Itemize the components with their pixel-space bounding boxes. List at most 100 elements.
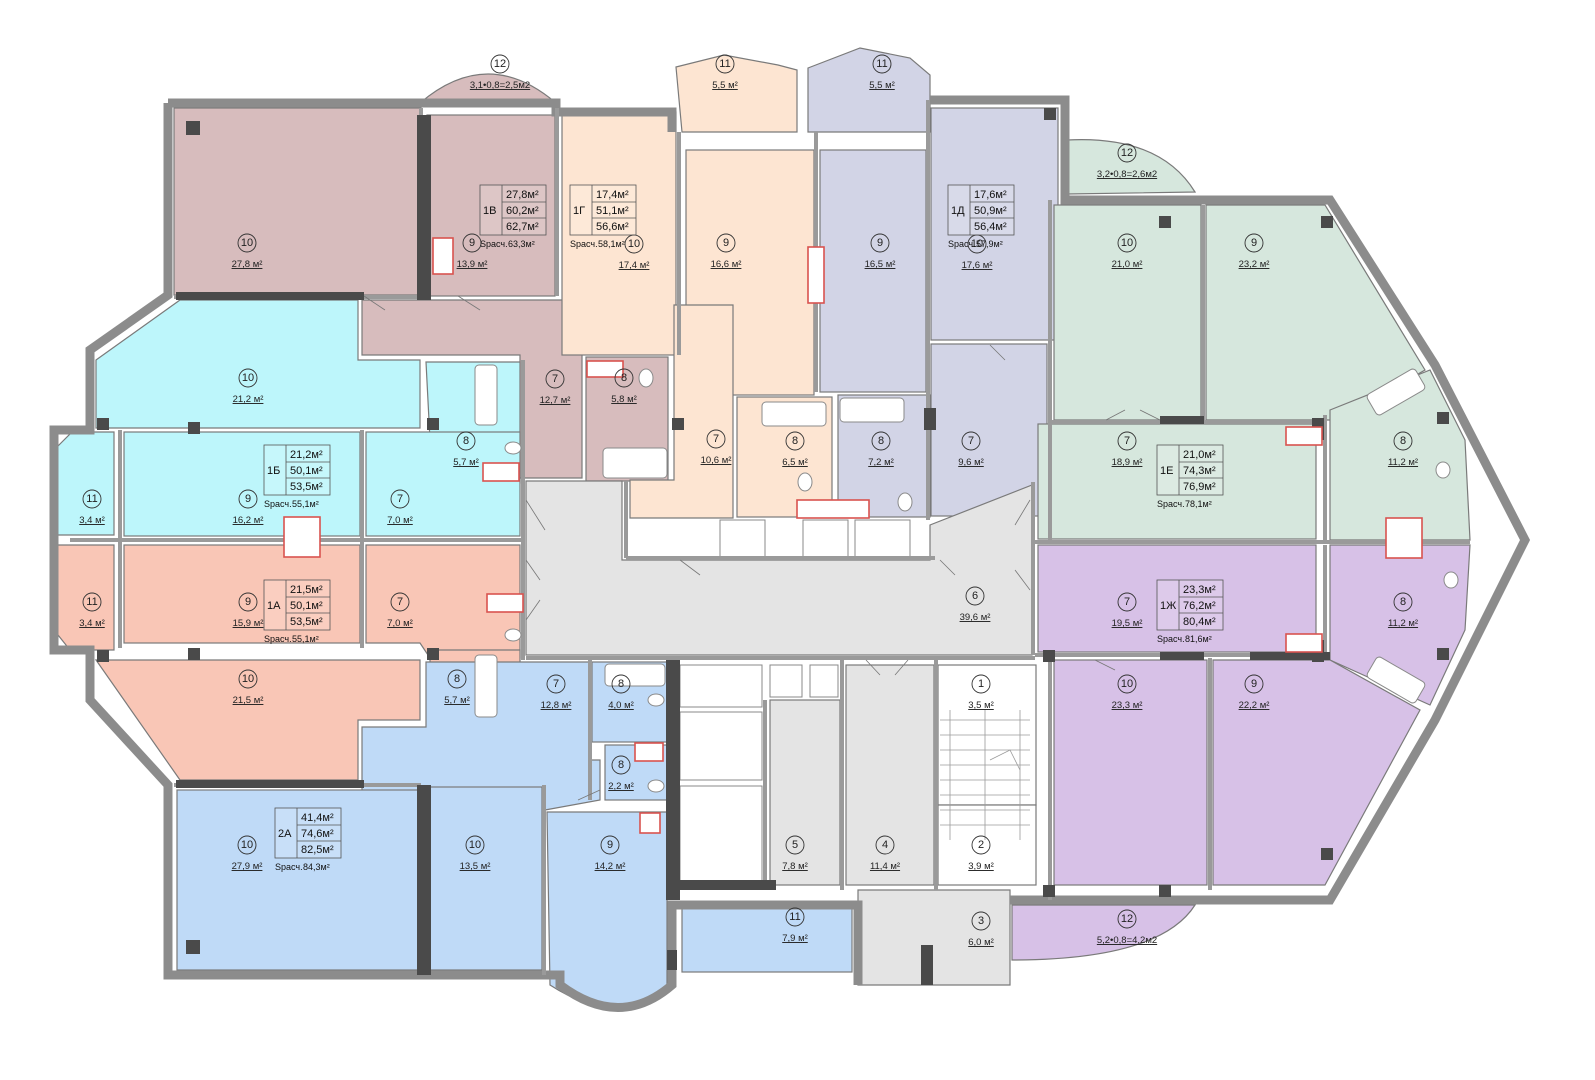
room-area: 13,9 м² [457, 259, 488, 270]
calc-area-value: 78,1м² [1185, 499, 1212, 509]
room-label: 85,7 м² [444, 669, 470, 706]
room-number: 11 [86, 596, 97, 608]
apartment-id: 1Ж [1160, 600, 1176, 612]
room-fill[interactable] [123, 544, 361, 644]
total-area: 76,2м² [1183, 600, 1216, 612]
room-fill[interactable] [365, 431, 521, 537]
room-fill[interactable] [561, 111, 677, 356]
room-area: 6,5 м² [782, 457, 808, 468]
room-label: 36,0 м² [968, 911, 994, 948]
total-area: 74,6м² [301, 828, 334, 840]
room-label: 77,0 м² [387, 489, 413, 526]
room-label: 123,2•0,8=2,6м2 [1097, 143, 1157, 180]
room-fill[interactable] [418, 73, 558, 104]
room-number-circle [462, 233, 482, 253]
room-label: 914,2 м² [595, 835, 625, 872]
room-number: 7 [553, 678, 559, 690]
gross-area: 53,5м² [290, 616, 323, 628]
room-label: 85,8 м² [611, 368, 637, 405]
room-area: 7,2 м² [868, 457, 894, 468]
room-number: 11 [86, 493, 97, 505]
room-area: 16,2 м² [233, 515, 264, 526]
room-area: 3,5 м² [968, 700, 994, 711]
bathroom-fixtures [474, 364, 1459, 793]
room-fill[interactable] [1053, 659, 1208, 886]
room-area: 2,2 м² [608, 781, 634, 792]
room-label: 86,5 м² [782, 431, 808, 468]
room-fill[interactable] [807, 47, 931, 133]
room-label: 718,9 м² [1112, 431, 1142, 468]
room-fill[interactable] [930, 107, 1059, 341]
room-area: 27,9 м² [232, 861, 263, 872]
calc-area-value: 55,1м² [292, 634, 319, 644]
room-number-circle [961, 431, 981, 451]
room-fills [53, 47, 1471, 1009]
room-label: 113,4 м² [79, 592, 105, 629]
room-area: 3,1•0,8=2,5м2 [470, 80, 530, 91]
room-area: 11,2 м² [1388, 457, 1418, 468]
room-area: 27,8 м² [232, 259, 263, 270]
room-label: 125,2•0,8=4,2м2 [1097, 909, 1157, 946]
room-label: 913,9 м² [457, 233, 488, 270]
room-fill[interactable] [1011, 904, 1197, 961]
shaft-void [809, 664, 839, 698]
room-number-circle [490, 54, 510, 74]
calc-area-label: Sрасч. [1157, 499, 1185, 509]
room-area: 11,4 м² [870, 861, 900, 872]
room-fill[interactable] [629, 304, 734, 519]
room-area: 21,5 м² [233, 695, 264, 706]
room-fill[interactable] [685, 149, 815, 396]
room-number: 2 [978, 839, 984, 851]
room-label: 710,6 м² [701, 429, 731, 466]
room-number: 7 [397, 493, 403, 505]
room-fill[interactable] [1066, 138, 1197, 195]
room-number: 1 [978, 678, 984, 690]
room-label: 123,1•0,8=2,5м2 [470, 54, 530, 91]
room-fill[interactable] [1212, 659, 1421, 886]
room-number-circle [872, 54, 892, 74]
room-fill[interactable] [176, 789, 420, 971]
room-label: 639,6 м² [960, 586, 991, 623]
room-number-circle [971, 835, 991, 855]
room-fill[interactable] [1037, 544, 1317, 653]
room-number-circle [1244, 674, 1264, 694]
room-fill[interactable] [1329, 544, 1471, 706]
room-number: 8 [1400, 435, 1406, 447]
calc-area-value: 84,3м² [303, 862, 330, 872]
room-fill[interactable] [173, 107, 422, 296]
room-number: 10 [1121, 237, 1133, 249]
room-fill[interactable] [675, 54, 798, 133]
room-fill[interactable] [819, 149, 927, 393]
room-fill[interactable] [1037, 423, 1317, 540]
living-area: 21,2м² [290, 449, 323, 461]
gross-area: 56,4м² [974, 221, 1007, 233]
room-label: 117,9 м² [782, 907, 808, 944]
room-fill[interactable] [681, 904, 853, 973]
calc-area-label: Sрасч. [570, 239, 598, 249]
room-area: 17,6 м² [962, 260, 993, 271]
room-fill[interactable] [769, 699, 841, 886]
room-label: 77,0 м² [387, 592, 413, 629]
room-label: 922,2 м² [1239, 674, 1269, 711]
living-area: 21,0м² [1183, 449, 1216, 461]
room-number: 9 [877, 237, 883, 249]
room-number: 8 [463, 435, 469, 447]
living-area: 27,8м² [506, 189, 539, 201]
living-area: 23,3м² [1183, 584, 1216, 596]
room-fill[interactable] [429, 786, 543, 971]
room-fill[interactable] [525, 480, 1033, 656]
room-number: 8 [878, 435, 884, 447]
room-number-circle [1117, 233, 1137, 253]
room-number-circle [1393, 592, 1413, 612]
room-fill[interactable] [937, 804, 1037, 886]
room-number-circle [600, 835, 620, 855]
room-area: 39,6 м² [960, 612, 991, 623]
room-number-circle [614, 368, 634, 388]
calc-area-value: 58,1м² [598, 239, 625, 249]
room-number: 7 [968, 435, 974, 447]
